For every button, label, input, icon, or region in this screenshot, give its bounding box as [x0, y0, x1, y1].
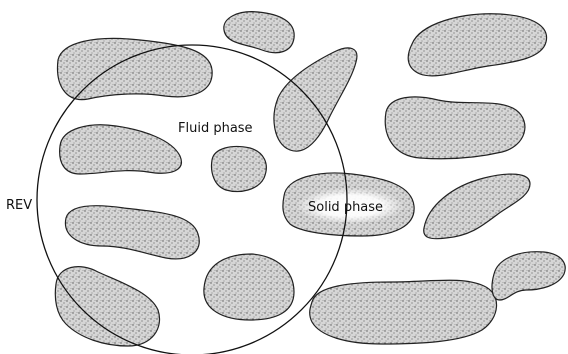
- solid-grain: [65, 206, 199, 259]
- solid-grain: [408, 14, 546, 76]
- solid-grain: [492, 252, 565, 300]
- solid-grain: [424, 174, 530, 239]
- solid-grain: [224, 12, 294, 53]
- solid-phase-label: Solid phase: [308, 200, 383, 215]
- solid-grains: [55, 12, 565, 346]
- rev-label: REV: [6, 198, 32, 213]
- solid-grain: [385, 97, 525, 159]
- solid-grain: [204, 254, 294, 320]
- solid-grain: [58, 38, 213, 99]
- fluid-phase-label: Fluid phase: [178, 121, 253, 136]
- solid-grain: [310, 280, 497, 344]
- solid-grain: [274, 48, 357, 151]
- solid-grain: [60, 125, 182, 174]
- solid-grain: [212, 147, 267, 192]
- solid-grain: [55, 267, 159, 346]
